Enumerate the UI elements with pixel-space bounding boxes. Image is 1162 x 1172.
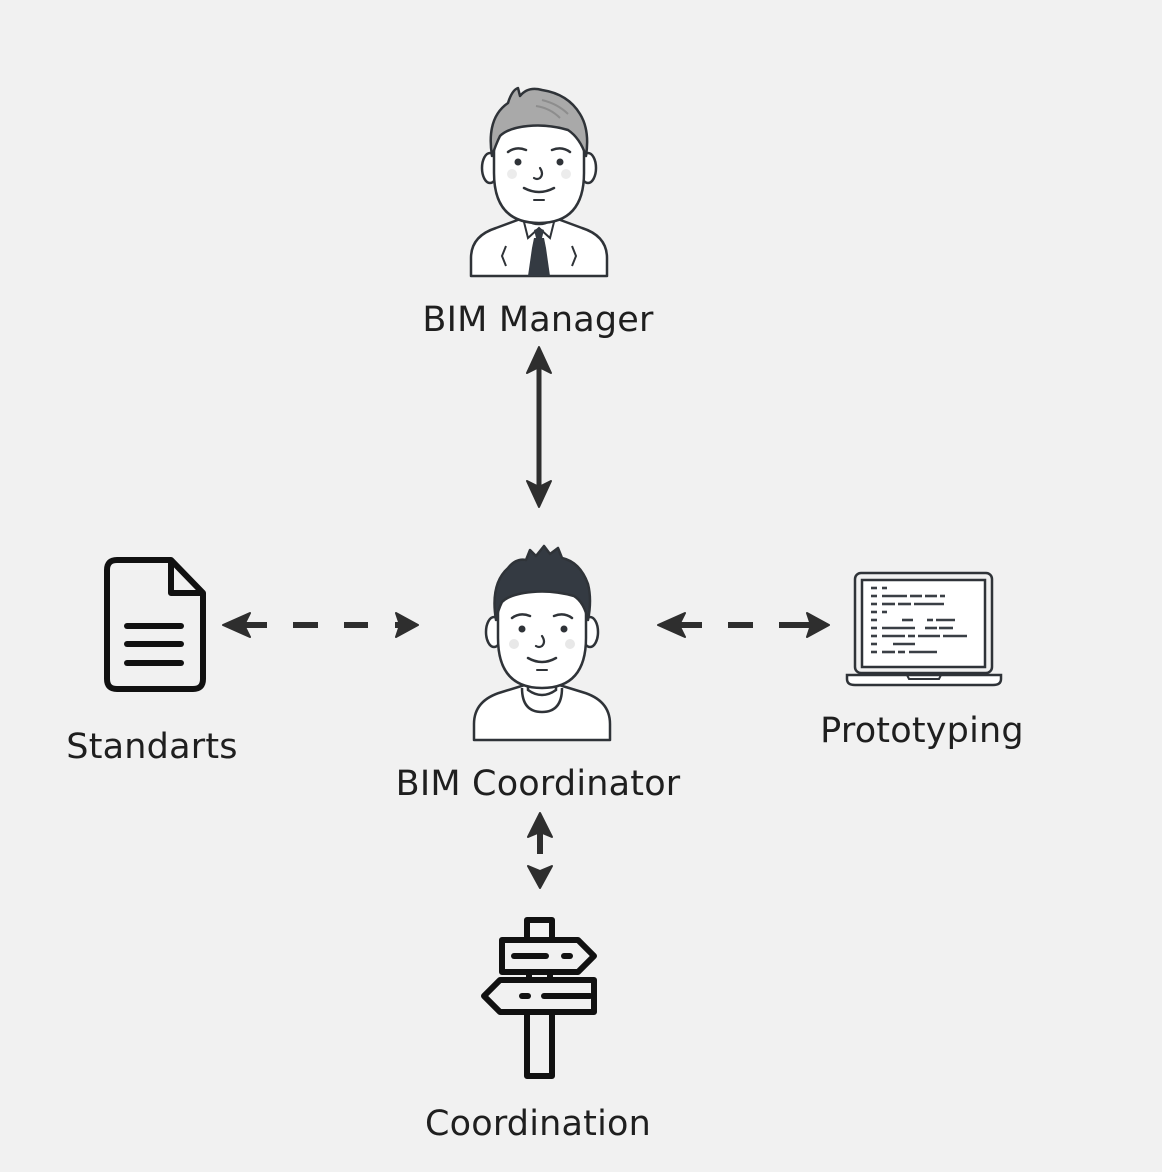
bim-coordinator-label: BIM Coordinator — [395, 764, 681, 804]
standarts-coordinator-arrow — [222, 612, 419, 638]
coordinator-avatar-icon — [472, 544, 612, 742]
laptop-code-icon — [845, 571, 1003, 687]
manager-coordinator-arrow — [526, 346, 552, 508]
document-icon — [104, 557, 206, 692]
manager-avatar-icon — [469, 86, 609, 278]
coordinator-prototyping-arrow — [657, 612, 830, 638]
signpost-icon — [481, 917, 597, 1079]
coordination-label: Coordination — [424, 1104, 652, 1144]
prototyping-label: Prototyping — [820, 711, 1024, 751]
bim-manager-label: BIM Manager — [422, 300, 654, 340]
standarts-label: Standarts — [66, 727, 238, 767]
coordinator-coordination-arrow — [527, 812, 553, 889]
